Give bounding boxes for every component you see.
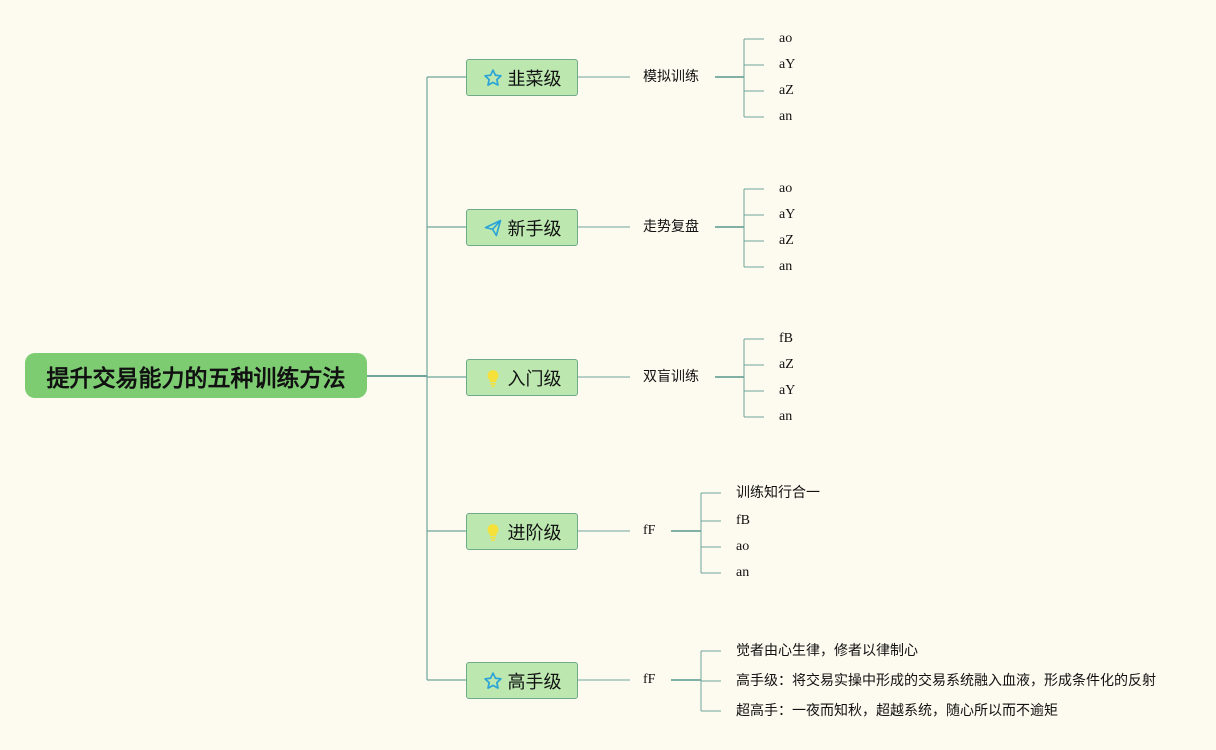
level-label: 高手级 bbox=[507, 671, 562, 693]
leaf-node[interactable]: aZ bbox=[779, 233, 794, 248]
level-label: 入门级 bbox=[507, 368, 562, 390]
level-node-xinshou[interactable]: 新手级 bbox=[466, 209, 578, 246]
leaf-node[interactable]: an bbox=[779, 259, 793, 274]
leaf-node[interactable]: an bbox=[736, 565, 750, 580]
star-outline-icon bbox=[483, 671, 503, 691]
leaf-node[interactable]: an bbox=[779, 109, 793, 124]
leaf-node[interactable]: aY bbox=[779, 57, 796, 72]
method-node[interactable]: fF bbox=[643, 523, 656, 538]
leaf-node[interactable]: ao bbox=[779, 31, 793, 46]
method-node[interactable]: 走势复盘 bbox=[643, 219, 699, 235]
leaf-node[interactable]: aZ bbox=[779, 357, 794, 372]
method-node[interactable]: fF bbox=[643, 672, 656, 687]
leaf-node[interactable]: 超高手：一夜而知秋，超越系统，随心所以而不逾矩 bbox=[736, 703, 1058, 719]
level-node-jinjie[interactable]: 进阶级 bbox=[466, 513, 578, 550]
leaf-node[interactable]: aZ bbox=[779, 83, 794, 98]
leaf-node[interactable]: ao bbox=[736, 539, 750, 554]
leaf-node[interactable]: fB bbox=[779, 331, 793, 346]
method-node[interactable]: 双盲训练 bbox=[643, 369, 699, 385]
level-label: 进阶级 bbox=[507, 522, 562, 544]
lightbulb-icon bbox=[483, 522, 503, 542]
root-topic-label: 提升交易能力的五种训练方法 bbox=[46, 365, 346, 392]
level-node-jiucai[interactable]: 韭菜级 bbox=[466, 59, 578, 96]
paper-plane-icon bbox=[483, 218, 503, 238]
level-node-rumen[interactable]: 入门级 bbox=[466, 359, 578, 396]
lightbulb-icon bbox=[483, 368, 503, 388]
level-node-gaoshou[interactable]: 高手级 bbox=[466, 662, 578, 699]
leaf-node[interactable]: 训练知行合一 bbox=[736, 485, 820, 501]
level-label: 韭菜级 bbox=[507, 68, 562, 90]
level-label: 新手级 bbox=[507, 218, 562, 240]
leaf-node[interactable]: an bbox=[779, 409, 793, 424]
star-outline-icon bbox=[483, 68, 503, 88]
root-topic[interactable]: 提升交易能力的五种训练方法 bbox=[25, 353, 367, 398]
leaf-node[interactable]: aY bbox=[779, 207, 796, 222]
leaf-node[interactable]: fB bbox=[736, 513, 750, 528]
leaf-node[interactable]: 觉者由心生律，修者以律制心 bbox=[736, 643, 918, 659]
leaf-node[interactable]: ao bbox=[779, 181, 793, 196]
leaf-node[interactable]: 高手级：将交易实操中形成的交易系统融入血液，形成条件化的反射 bbox=[736, 673, 1156, 689]
leaf-node[interactable]: aY bbox=[779, 383, 796, 398]
method-node[interactable]: 模拟训练 bbox=[643, 69, 699, 85]
